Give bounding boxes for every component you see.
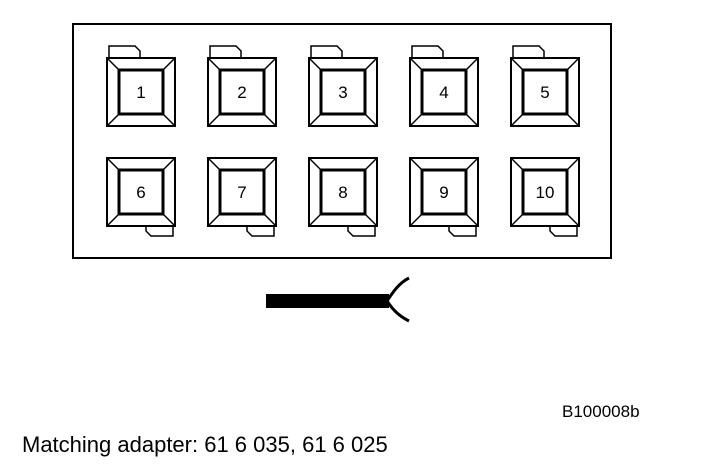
pin-bevel-line <box>510 157 524 171</box>
pin-bevel-line <box>308 57 322 71</box>
pin-bevel-line <box>207 57 221 71</box>
pin-bevel-line <box>364 213 378 227</box>
connector-pin: 4 <box>409 45 479 127</box>
pin-bevel-line <box>263 213 277 227</box>
pin-bevel-line <box>162 157 176 171</box>
pin-bevel-line <box>162 213 176 227</box>
pin-bevel-line <box>263 57 277 71</box>
connector-pin: 7 <box>207 157 277 237</box>
reference-code: B100008b <box>562 402 640 421</box>
pin-bevel-line <box>263 157 277 171</box>
pin-inner-frame <box>117 168 165 216</box>
pin-number-label: 1 <box>136 83 145 102</box>
pin-bevel-line <box>162 57 176 71</box>
pin-number-label: 9 <box>439 183 448 202</box>
pin-bevel-line <box>465 213 479 227</box>
pin-bevel-line <box>510 57 524 71</box>
pin-inner-frame <box>521 168 569 216</box>
pin-number-label: 6 <box>136 183 145 202</box>
connector-pin: 9 <box>409 157 479 237</box>
pin-bevel-line <box>364 157 378 171</box>
connector-housing <box>72 23 612 259</box>
pin-bevel-line <box>308 213 322 227</box>
pin-bevel-line <box>308 157 322 171</box>
pin-bevel-line <box>308 113 322 127</box>
connector-pin: 2 <box>207 45 277 127</box>
pin-bevel-line <box>207 157 221 171</box>
connector-pin: 10 <box>510 157 580 237</box>
pin-bevel-line <box>465 113 479 127</box>
pin-bevel-line <box>510 113 524 127</box>
pin-locking-tab <box>108 45 141 58</box>
pin-number-label: 5 <box>540 83 549 102</box>
pin-bevel-line <box>364 57 378 71</box>
pin-bevel-line <box>364 113 378 127</box>
pin-inner-frame <box>319 168 367 216</box>
pin-inner-frame <box>521 68 569 116</box>
pin-bevel-line <box>566 157 580 171</box>
pin-bevel-line <box>106 113 120 127</box>
pin-bevel-line <box>409 213 423 227</box>
pin-number-label: 7 <box>237 183 246 202</box>
pin-inner-frame <box>319 68 367 116</box>
pin-bevel-line <box>106 157 120 171</box>
pin-locking-tab <box>209 45 242 58</box>
pin-locking-tab <box>246 226 275 237</box>
cable-fork-lower <box>385 300 410 323</box>
cable-body <box>266 294 389 308</box>
pin-number-label: 3 <box>338 83 347 102</box>
pin-inner-frame <box>218 68 266 116</box>
connector-pin: 6 <box>106 157 176 237</box>
pin-inner-frame <box>117 68 165 116</box>
pin-bevel-line <box>566 113 580 127</box>
pin-locking-tab <box>310 45 343 58</box>
connector-pin: 3 <box>308 45 378 127</box>
pin-bevel-line <box>510 213 524 227</box>
pin-bevel-line <box>409 157 423 171</box>
pin-bevel-line <box>207 213 221 227</box>
pin-bevel-line <box>106 213 120 227</box>
pin-bevel-line <box>409 57 423 71</box>
pin-locking-tab <box>448 226 477 237</box>
pin-number-label: 8 <box>338 183 347 202</box>
connector-diagram: 1 2 3 4 5 6 7 8 9 10 <box>72 23 612 323</box>
cable-fork-upper <box>385 276 410 302</box>
pin-bevel-line <box>465 57 479 71</box>
pin-bevel-line <box>162 113 176 127</box>
pin-bevel-line <box>465 157 479 171</box>
pin-inner-frame <box>420 168 468 216</box>
pin-locking-tab <box>347 226 376 237</box>
pin-bevel-line <box>409 113 423 127</box>
connector-pin: 8 <box>308 157 378 237</box>
pin-inner-frame <box>218 168 266 216</box>
pin-locking-tab <box>411 45 444 58</box>
cable-symbol <box>266 276 410 323</box>
pin-bevel-line <box>106 57 120 71</box>
connector-pin: 5 <box>510 45 580 127</box>
pin-bevel-line <box>566 57 580 71</box>
pin-grid: 1 2 3 4 5 6 7 8 9 10 <box>106 45 580 237</box>
pin-number-label: 4 <box>439 83 448 102</box>
pin-inner-frame <box>420 68 468 116</box>
pin-locking-tab <box>512 45 545 58</box>
pin-number-label: 2 <box>237 83 246 102</box>
pin-locking-tab <box>145 226 174 237</box>
connector-pin: 1 <box>106 45 176 127</box>
pin-locking-tab <box>549 226 578 237</box>
pin-bevel-line <box>263 113 277 127</box>
matching-adapter-caption: Matching adapter: 61 6 035, 61 6 025 <box>22 432 388 457</box>
pin-number-label: 10 <box>536 183 555 202</box>
pin-bevel-line <box>207 113 221 127</box>
pin-bevel-line <box>566 213 580 227</box>
